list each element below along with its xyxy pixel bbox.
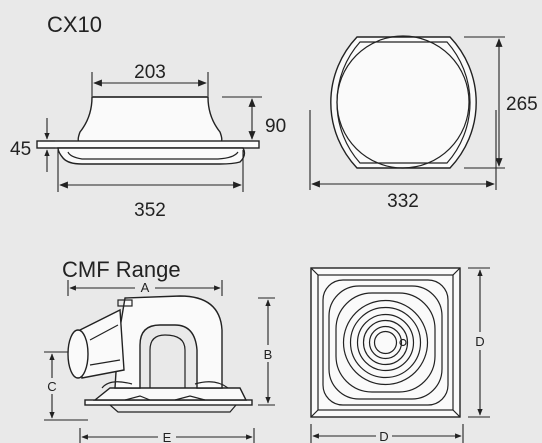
cx10-plan-width-label: 332 bbox=[387, 191, 419, 212]
cx10-title: CX10 bbox=[47, 12, 102, 37]
cx10-width-label: 352 bbox=[134, 200, 166, 221]
cx10-side-view: 203 90 45 352 bbox=[10, 62, 286, 221]
cx10-plan-height-label: 265 bbox=[506, 94, 538, 115]
cx10-plan-view: 265 332 bbox=[309, 35, 538, 212]
cmf-side-view: A B C E bbox=[44, 280, 275, 443]
cmf-dim-c-label: C bbox=[47, 379, 56, 394]
cmf-plan-d-horizontal-label: D bbox=[379, 429, 388, 443]
cx10-height-label: 90 bbox=[265, 116, 286, 137]
cmf-range-title: CMF Range bbox=[62, 257, 181, 282]
cx10-flange-label: 45 bbox=[10, 139, 31, 160]
cmf-dim-a-label: A bbox=[141, 280, 150, 295]
cmf-dim-e-label: E bbox=[163, 430, 172, 443]
cmf-dim-b-label: B bbox=[264, 347, 273, 362]
cx10-top-width-label: 203 bbox=[134, 62, 166, 83]
cmf-plan-d-vertical-label: D bbox=[475, 334, 484, 349]
cmf-plan-view: D D bbox=[310, 267, 490, 443]
